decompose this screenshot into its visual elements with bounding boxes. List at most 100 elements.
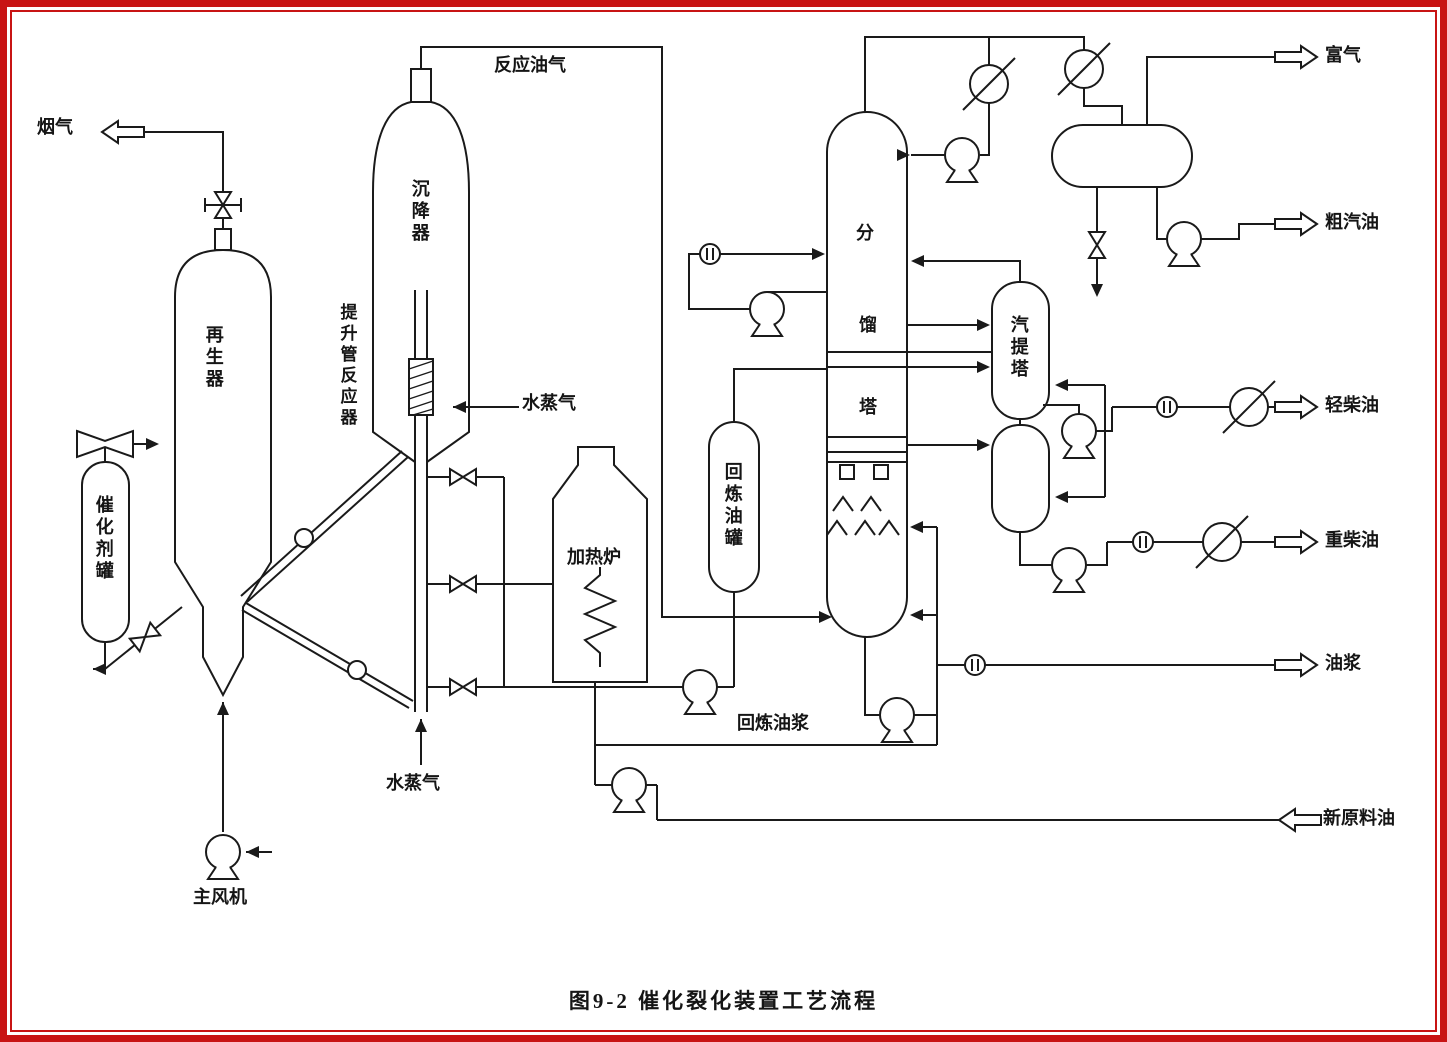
injection-valve-3: [449, 678, 477, 696]
label-fresh-feed: 新原料油: [1323, 808, 1395, 828]
heating-furnace-vessel: [552, 446, 648, 683]
label-fractionator-char-3: 塔: [859, 397, 877, 417]
label-fractionator-char-2: 馏: [859, 315, 877, 335]
label-steam-upper: 水蒸气: [522, 393, 576, 413]
overhead-condenser-2: [1057, 42, 1111, 96]
regenerator-nozzle: [214, 228, 232, 251]
column-baffles: [826, 495, 900, 536]
recycle-tank-lines: [717, 368, 827, 688]
diagram-title: 图9-2 催化裂化装置工艺流程: [568, 989, 879, 1013]
main-blower-pump: [205, 834, 241, 880]
gasoline-pump: [1166, 221, 1202, 267]
slurry-meter: [964, 654, 986, 676]
heavy-diesel-pump: [1051, 547, 1087, 593]
settler-left-wall: [372, 101, 416, 463]
pumparound-pump: [749, 291, 785, 337]
slurry-pump: [879, 697, 915, 743]
overhead-drum: [1051, 124, 1193, 188]
reflux-pump: [944, 137, 980, 183]
light-diesel-pump: [1061, 413, 1097, 459]
label-recycle-oil-slurry: 回炼油浆: [737, 713, 809, 733]
flue-gas-line: [144, 131, 224, 229]
label-light-diesel: 轻柴油: [1325, 395, 1379, 415]
light-diesel-out-arrow: [1274, 395, 1318, 419]
stripper-draw-arrow-3: [976, 438, 991, 452]
slurry-circuit: [864, 526, 1279, 716]
label-fractionator-char-1: 分: [856, 223, 874, 243]
recycle-slurry-line: [595, 715, 938, 746]
label-regenerator: 再生器: [203, 325, 224, 391]
gasoline-out-arrow: [1274, 212, 1318, 236]
drum-drain-valve: [1088, 231, 1106, 259]
flue-gas-slide-valve: [204, 191, 242, 219]
pumparound-loop: [688, 253, 827, 310]
settler-right-wall: [426, 101, 470, 463]
water-draw-arrow: [1090, 283, 1104, 298]
rich-gas-line: [1146, 56, 1279, 125]
pumparound-return-arrow: [811, 247, 826, 261]
gasoline-line: [1156, 187, 1279, 240]
injection-valve-1: [449, 468, 477, 486]
column-internal-box: [839, 464, 855, 480]
blower-suction-arrow: [245, 845, 260, 859]
catalyst-lines: [93, 443, 183, 670]
stripper-draw-arrow-2: [976, 360, 991, 374]
label-catalyst-tank: 催化剂罐: [93, 495, 114, 583]
overhead-condenser-1: [962, 57, 1016, 111]
stripper-lower-vessel: [991, 424, 1050, 533]
column-return-arrow-1: [909, 520, 924, 534]
reaction-oil-gas-line: [420, 46, 819, 618]
air-line: [222, 702, 272, 853]
label-settler: 沉降器: [409, 179, 430, 245]
process-diagram-svg: [76, 36, 1322, 880]
stripper-ties: [907, 260, 1021, 446]
riser-reactor-tube: [408, 290, 434, 712]
light-diesel-meter: [1156, 396, 1178, 418]
stripper-return-arrow: [910, 254, 925, 268]
stripper-draw-arrow-1: [976, 318, 991, 332]
regenerator-vessel: [174, 248, 272, 698]
settler-nozzle: [410, 68, 432, 103]
fresh-feed-in-arrow: [1278, 808, 1322, 832]
furnace-feed-line: [594, 682, 658, 820]
light-diesel-cooler: [1222, 380, 1276, 434]
pumparound-meter: [699, 243, 721, 265]
fresh-feed-pump: [611, 767, 647, 813]
air-arrow: [216, 701, 230, 716]
label-heavy-diesel: 重柴油: [1325, 530, 1379, 550]
drain-arrow: [92, 662, 107, 676]
recycle-oil-pump: [682, 669, 718, 715]
flue-gas-out-arrow: [101, 120, 145, 144]
vessels: [76, 68, 1193, 712]
venturi-symbol: [76, 429, 134, 459]
heavy-diesel-out-arrow: [1274, 530, 1318, 554]
label-furnace: 加热炉: [567, 547, 621, 567]
heavy-diesel-meter: [1132, 531, 1154, 553]
label-rich-gas: 富气: [1325, 45, 1361, 65]
riser-steam-arrow: [414, 718, 428, 733]
heavy-diesel-cooler: [1195, 515, 1249, 569]
label-steam-lower: 水蒸气: [386, 773, 440, 793]
oil-slurry-out-arrow: [1274, 653, 1318, 677]
label-reaction-oil-gas: 反应油气: [494, 55, 566, 75]
fractionator-column: [826, 111, 908, 638]
slide-valve-regen: [347, 660, 367, 680]
stripper-steam-arrow-1: [1054, 378, 1069, 392]
label-riser-reactor: 提升管反应器: [337, 303, 357, 429]
label-main-blower: 主风机: [193, 887, 247, 907]
slide-valve-spent: [294, 528, 314, 548]
label-crude-gasoline: 粗汽油: [1325, 212, 1379, 232]
injection-valve-2: [449, 575, 477, 593]
column-internal-box: [873, 464, 889, 480]
label-recycle-oil-tank: 回炼油罐: [722, 462, 743, 550]
rich-gas-out-arrow: [1274, 45, 1318, 69]
label-stripper: 汽提塔: [1008, 315, 1029, 381]
label-flue-gas: 烟气: [37, 117, 73, 137]
catalyst-standpipes: [240, 450, 414, 709]
column-return-arrow-2: [909, 608, 924, 622]
furnace-coil: [582, 567, 618, 667]
venturi-arrow: [145, 437, 160, 451]
label-oil-slurry: 油浆: [1325, 653, 1361, 673]
valves: [128, 191, 1106, 696]
